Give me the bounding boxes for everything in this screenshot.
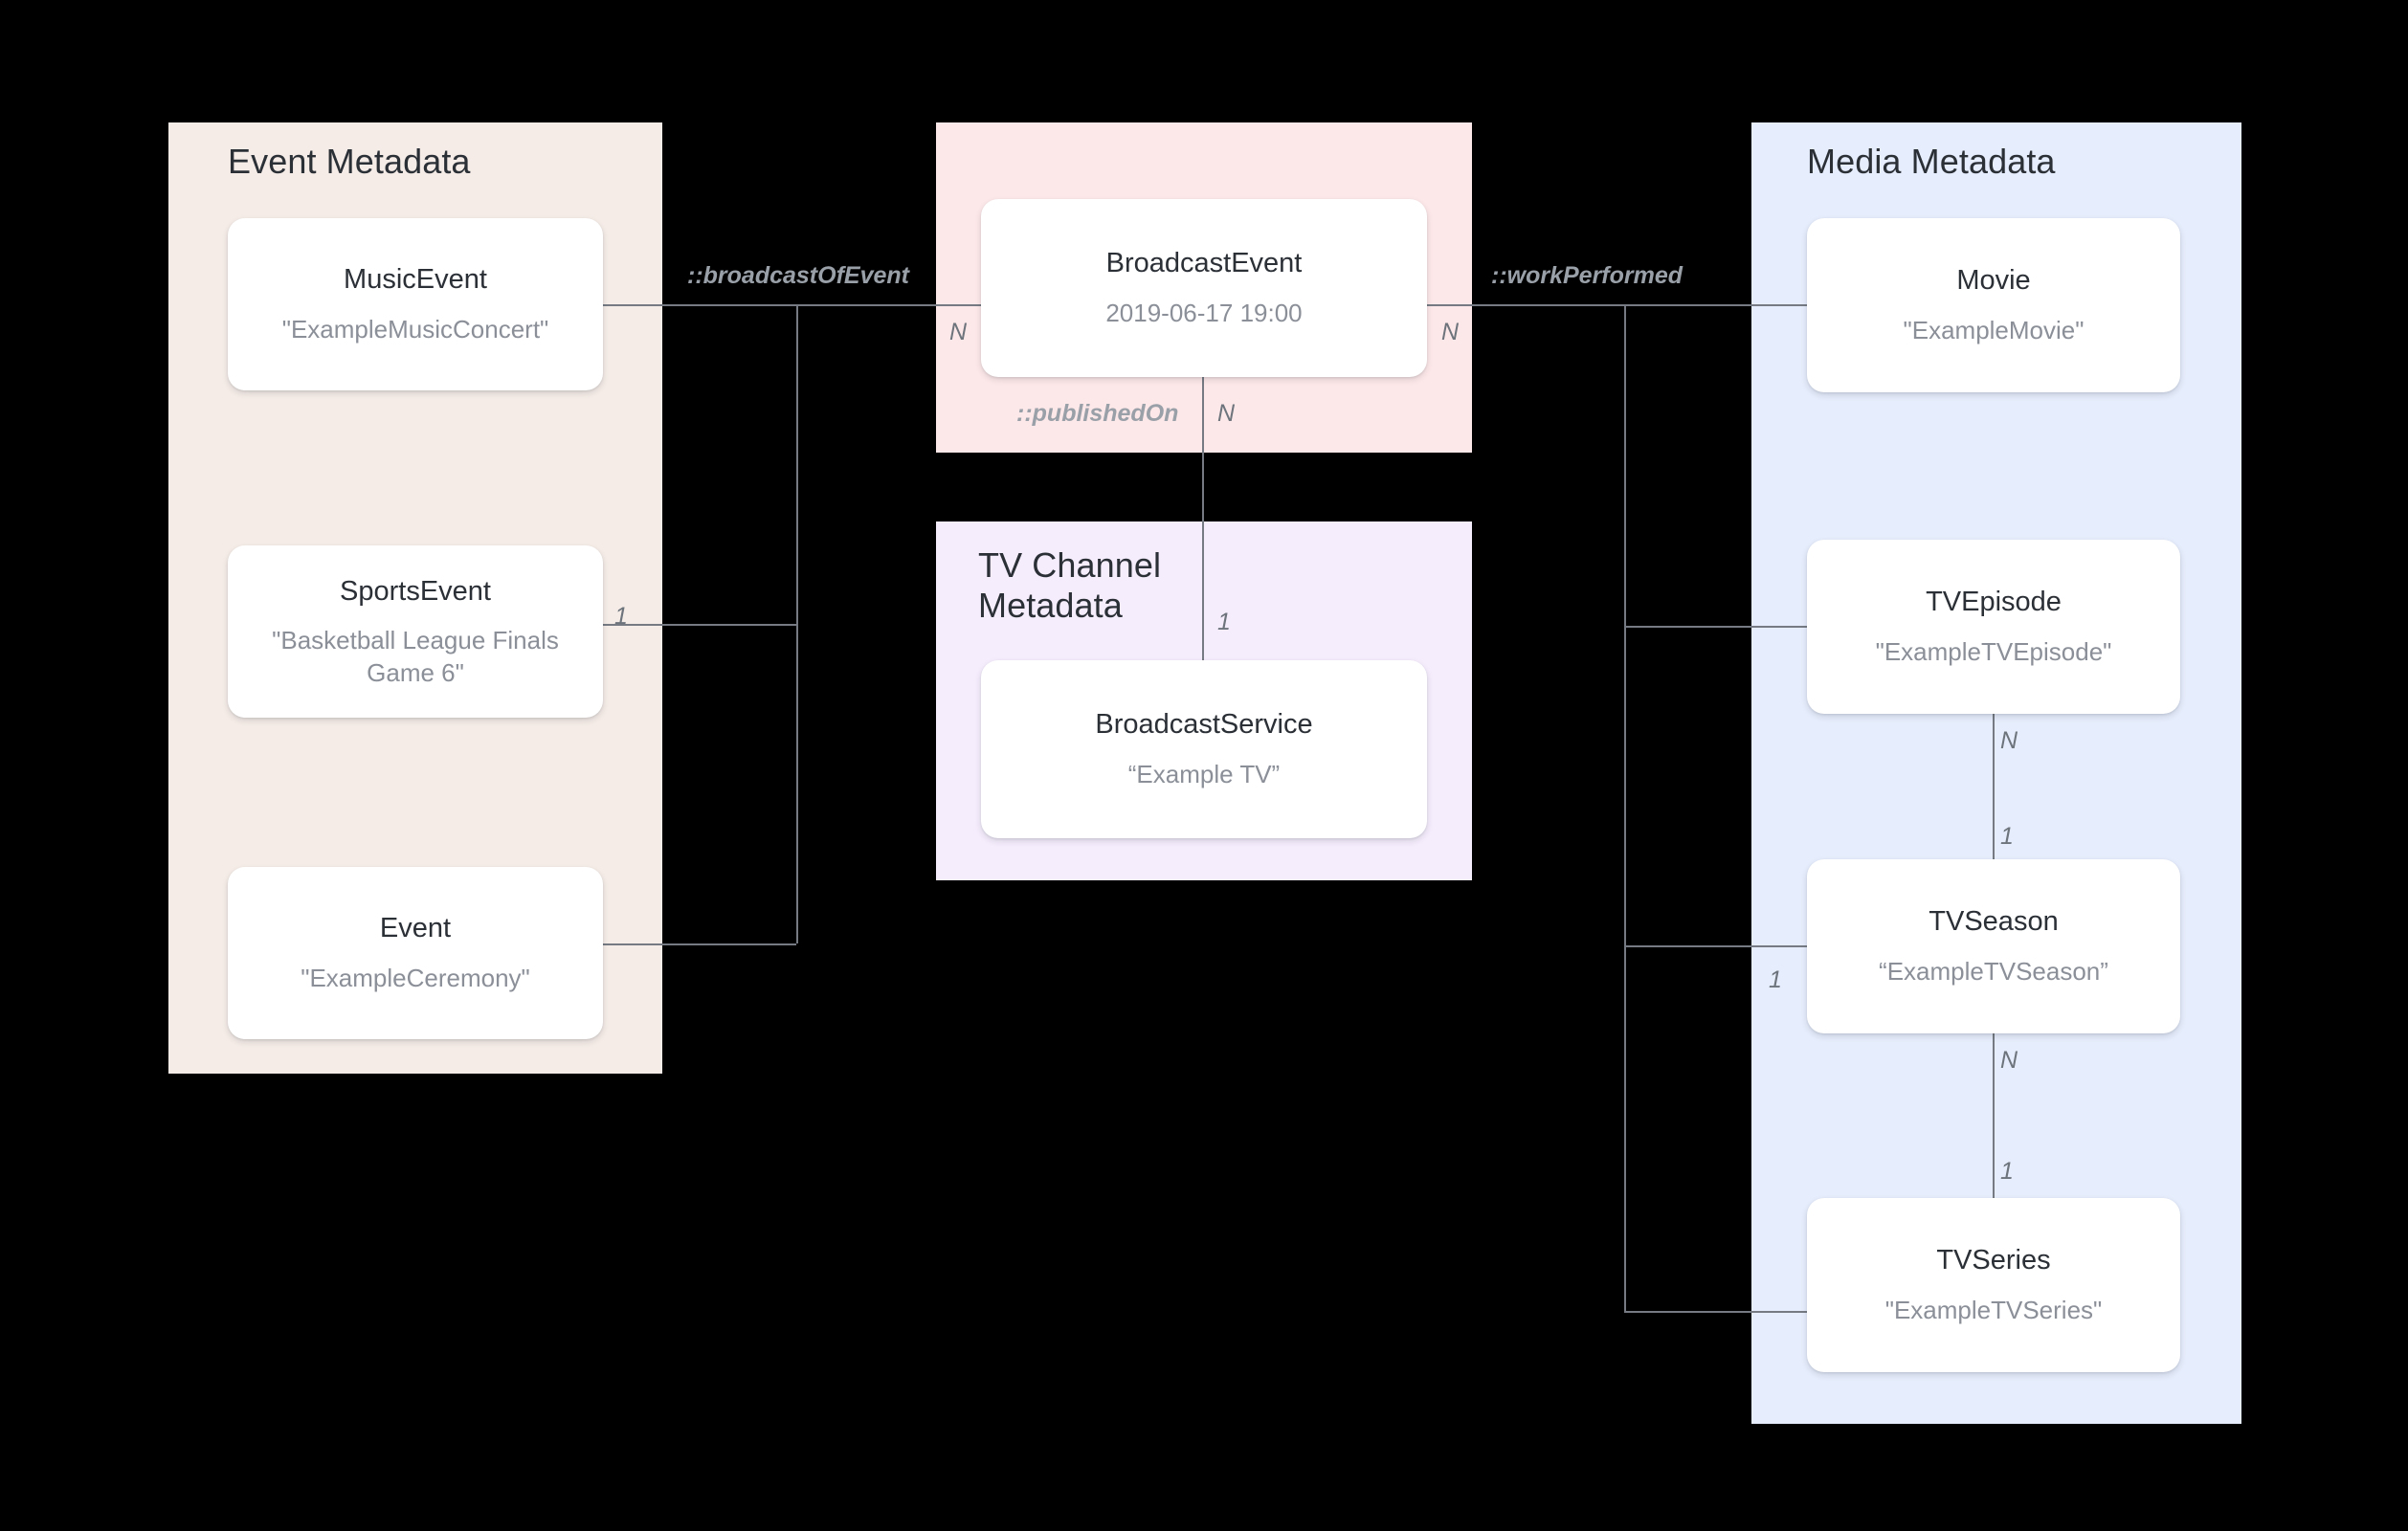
cardinality-tv-season-bottom: N: [2000, 1047, 2018, 1074]
cardinality-tv-season-left: 1: [1769, 966, 1782, 993]
connector-episode-to-season: [1993, 714, 1995, 859]
cardinality-tv-series-top: 1: [2000, 1158, 2014, 1185]
entity-card-movie[interactable]: Movie "ExampleMovie": [1807, 218, 2180, 392]
entity-card-broadcast-event[interactable]: BroadcastEvent 2019-06-17 19:00: [981, 199, 1427, 377]
connector-bus-to-season: [1624, 945, 1807, 947]
entity-name-music-event: MusicEvent: [344, 264, 487, 296]
entity-value-tv-series: "ExampleTVSeries": [1884, 1295, 2103, 1324]
connector-music-to-bus: [603, 304, 796, 306]
cardinality-broadcast-event-left: N: [949, 319, 968, 345]
entity-card-music-event[interactable]: MusicEvent "ExampleMusicConcert": [228, 218, 603, 390]
group-title-event-metadata: Event Metadata: [228, 142, 471, 181]
cardinality-tv-episode-bottom: N: [2000, 727, 2018, 754]
entity-value-broadcast-service: “Example TV”: [1127, 759, 1281, 788]
cardinality-sports-event-right: 1: [614, 603, 628, 630]
cardinality-published-on-n: N: [1217, 400, 1236, 427]
entity-value-event: "ExampleCeremony": [301, 963, 530, 992]
connector-broadcast-to-right-bus: [1427, 304, 1624, 306]
connector-season-to-series: [1993, 1033, 1995, 1198]
entity-name-broadcast-event: BroadcastEvent: [1105, 248, 1303, 279]
entity-name-tv-season: TVSeason: [1929, 906, 2059, 938]
entity-value-tv-season: “ExampleTVSeason”: [1879, 956, 2108, 986]
cardinality-tv-season-top: 1: [2000, 823, 2014, 850]
cardinality-broadcast-event-right: N: [1441, 319, 1460, 345]
connector-right-bus: [1624, 304, 1626, 1311]
entity-value-music-event: "ExampleMusicConcert": [281, 314, 549, 344]
relationship-label-published-on: ::publishedOn: [1016, 400, 1179, 427]
connector-left-bus: [796, 304, 798, 943]
entity-name-movie: Movie: [1956, 265, 2031, 297]
entity-value-movie: "ExampleMovie": [1903, 315, 2085, 344]
entity-name-tv-episode: TVEpisode: [1926, 587, 2062, 618]
connector-event-to-bus: [603, 943, 796, 945]
connector-sports-to-bus: [603, 624, 796, 626]
group-title-media-metadata: Media Metadata: [1807, 142, 2056, 181]
entity-name-tv-series: TVSeries: [1936, 1245, 2051, 1276]
entity-name-broadcast-service: BroadcastService: [1095, 709, 1313, 741]
connector-bus-to-broadcast: [796, 304, 981, 306]
relationship-label-work-performed: ::workPerformed: [1491, 262, 1683, 289]
entity-value-sports-event: "Basketball League Finals Game 6": [272, 625, 559, 687]
entity-card-tv-episode[interactable]: TVEpisode "ExampleTVEpisode": [1807, 540, 2180, 714]
entity-value-tv-episode: "ExampleTVEpisode": [1875, 636, 2112, 666]
entity-card-broadcast-service[interactable]: BroadcastService “Example TV”: [981, 660, 1427, 838]
entity-value-broadcast-event: 2019-06-17 19:00: [1105, 298, 1303, 327]
entity-card-event[interactable]: Event "ExampleCeremony": [228, 867, 603, 1039]
entity-card-tv-series[interactable]: TVSeries "ExampleTVSeries": [1807, 1198, 2180, 1372]
connector-bus-to-episode: [1624, 626, 1807, 628]
group-title-tv-channel-metadata: TV Channel Metadata: [978, 545, 1162, 626]
entity-card-tv-season[interactable]: TVSeason “ExampleTVSeason”: [1807, 859, 2180, 1033]
connector-bus-to-movie: [1624, 304, 1807, 306]
cardinality-broadcast-service-top: 1: [1217, 609, 1231, 635]
entity-name-sports-event: SportsEvent: [340, 575, 491, 607]
entity-card-sports-event[interactable]: SportsEvent "Basketball League Finals Ga…: [228, 545, 603, 718]
connector-broadcast-to-service: [1202, 377, 1204, 660]
entity-name-event: Event: [379, 913, 452, 944]
connector-bus-to-series: [1624, 1311, 1807, 1313]
relationship-label-broadcast-of-event: ::broadcastOfEvent: [687, 262, 909, 289]
